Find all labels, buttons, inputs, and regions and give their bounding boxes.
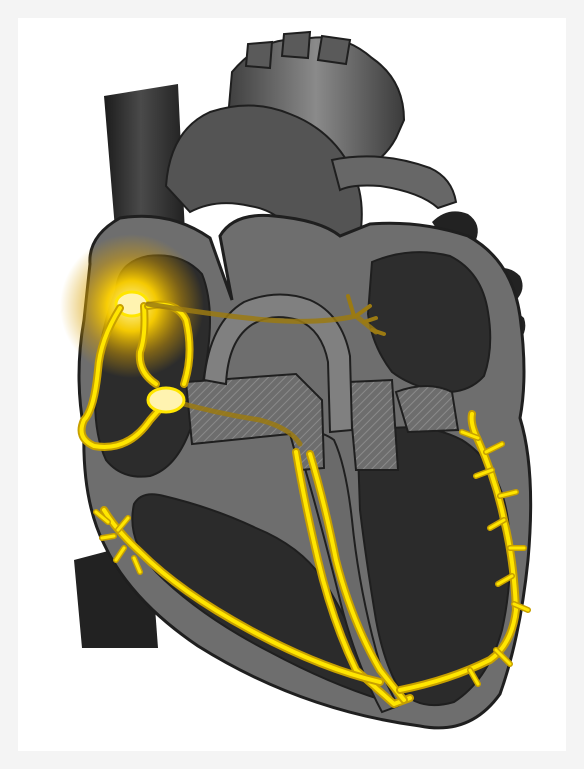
- sa-node-glow: [60, 234, 204, 378]
- av-node: [148, 388, 184, 412]
